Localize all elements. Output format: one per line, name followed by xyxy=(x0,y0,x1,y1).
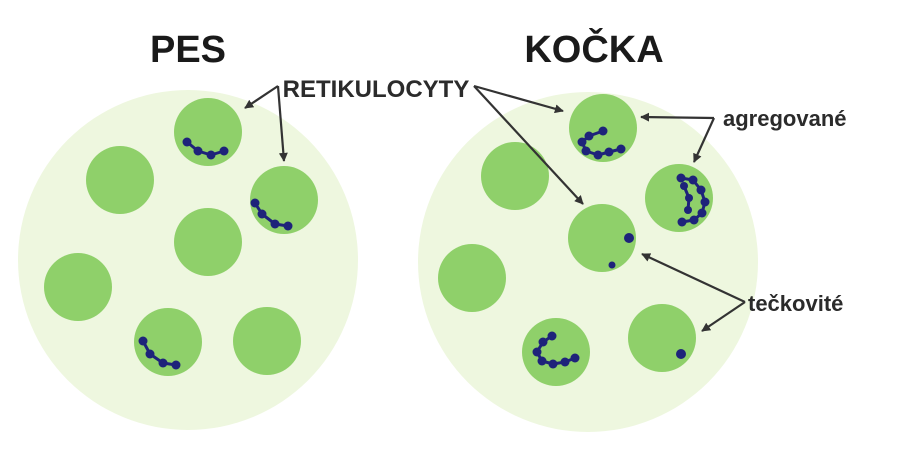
dog-erythrocyte xyxy=(44,253,112,321)
dog-inclusion-chain xyxy=(182,137,229,160)
arrows xyxy=(244,84,746,332)
dog-erythrocyte xyxy=(86,146,154,214)
arrow-aggregated-to-right xyxy=(692,117,716,163)
arrow-to-dog-reticulocyte-top xyxy=(244,85,279,109)
arrow-punctate-to-center xyxy=(641,253,746,303)
cat-erythrocyte xyxy=(438,244,506,312)
dog-reticulocyte-bottom xyxy=(134,308,202,376)
dog-erythrocyte xyxy=(233,307,301,375)
dog-erythrocyte xyxy=(174,208,242,276)
dog-inclusion-chain xyxy=(250,198,293,231)
dog-inclusion-chain xyxy=(138,336,181,370)
cat-reticulocyte-punctate-bottom xyxy=(628,304,696,372)
aggregated-label: agregované xyxy=(723,106,847,131)
cat-inclusion-chain xyxy=(676,173,710,227)
inclusions xyxy=(138,126,710,370)
cat-reticulocyte-aggregated-bottom xyxy=(522,318,590,386)
dog-reticulocyte-right xyxy=(250,166,318,234)
dog-title: PES xyxy=(150,29,226,71)
arrow-aggregated-to-top xyxy=(640,112,715,122)
cat-punctate-dot xyxy=(676,349,686,359)
arrow-to-cat-reticulocyte-top xyxy=(473,84,564,114)
cat-title: KOČKA xyxy=(524,26,663,71)
arrow-to-dog-reticulocyte-right xyxy=(276,85,288,162)
dog-cells xyxy=(44,98,318,376)
punctate-label: tečkovité xyxy=(748,291,843,316)
cat-inclusion-chain xyxy=(577,126,626,160)
cat-erythrocyte xyxy=(481,142,549,210)
arrow-punctate-to-bottom xyxy=(701,301,746,332)
cat-punctate-dot xyxy=(624,233,634,243)
cat-inclusion-chain xyxy=(532,331,580,369)
cat-reticulocyte-punctate-center xyxy=(568,204,636,272)
arrow-to-cat-reticulocyte-center xyxy=(473,85,584,205)
reticulocytes-label: RETIKULOCYTY xyxy=(283,76,470,103)
cat-punctate-dot xyxy=(608,261,616,269)
